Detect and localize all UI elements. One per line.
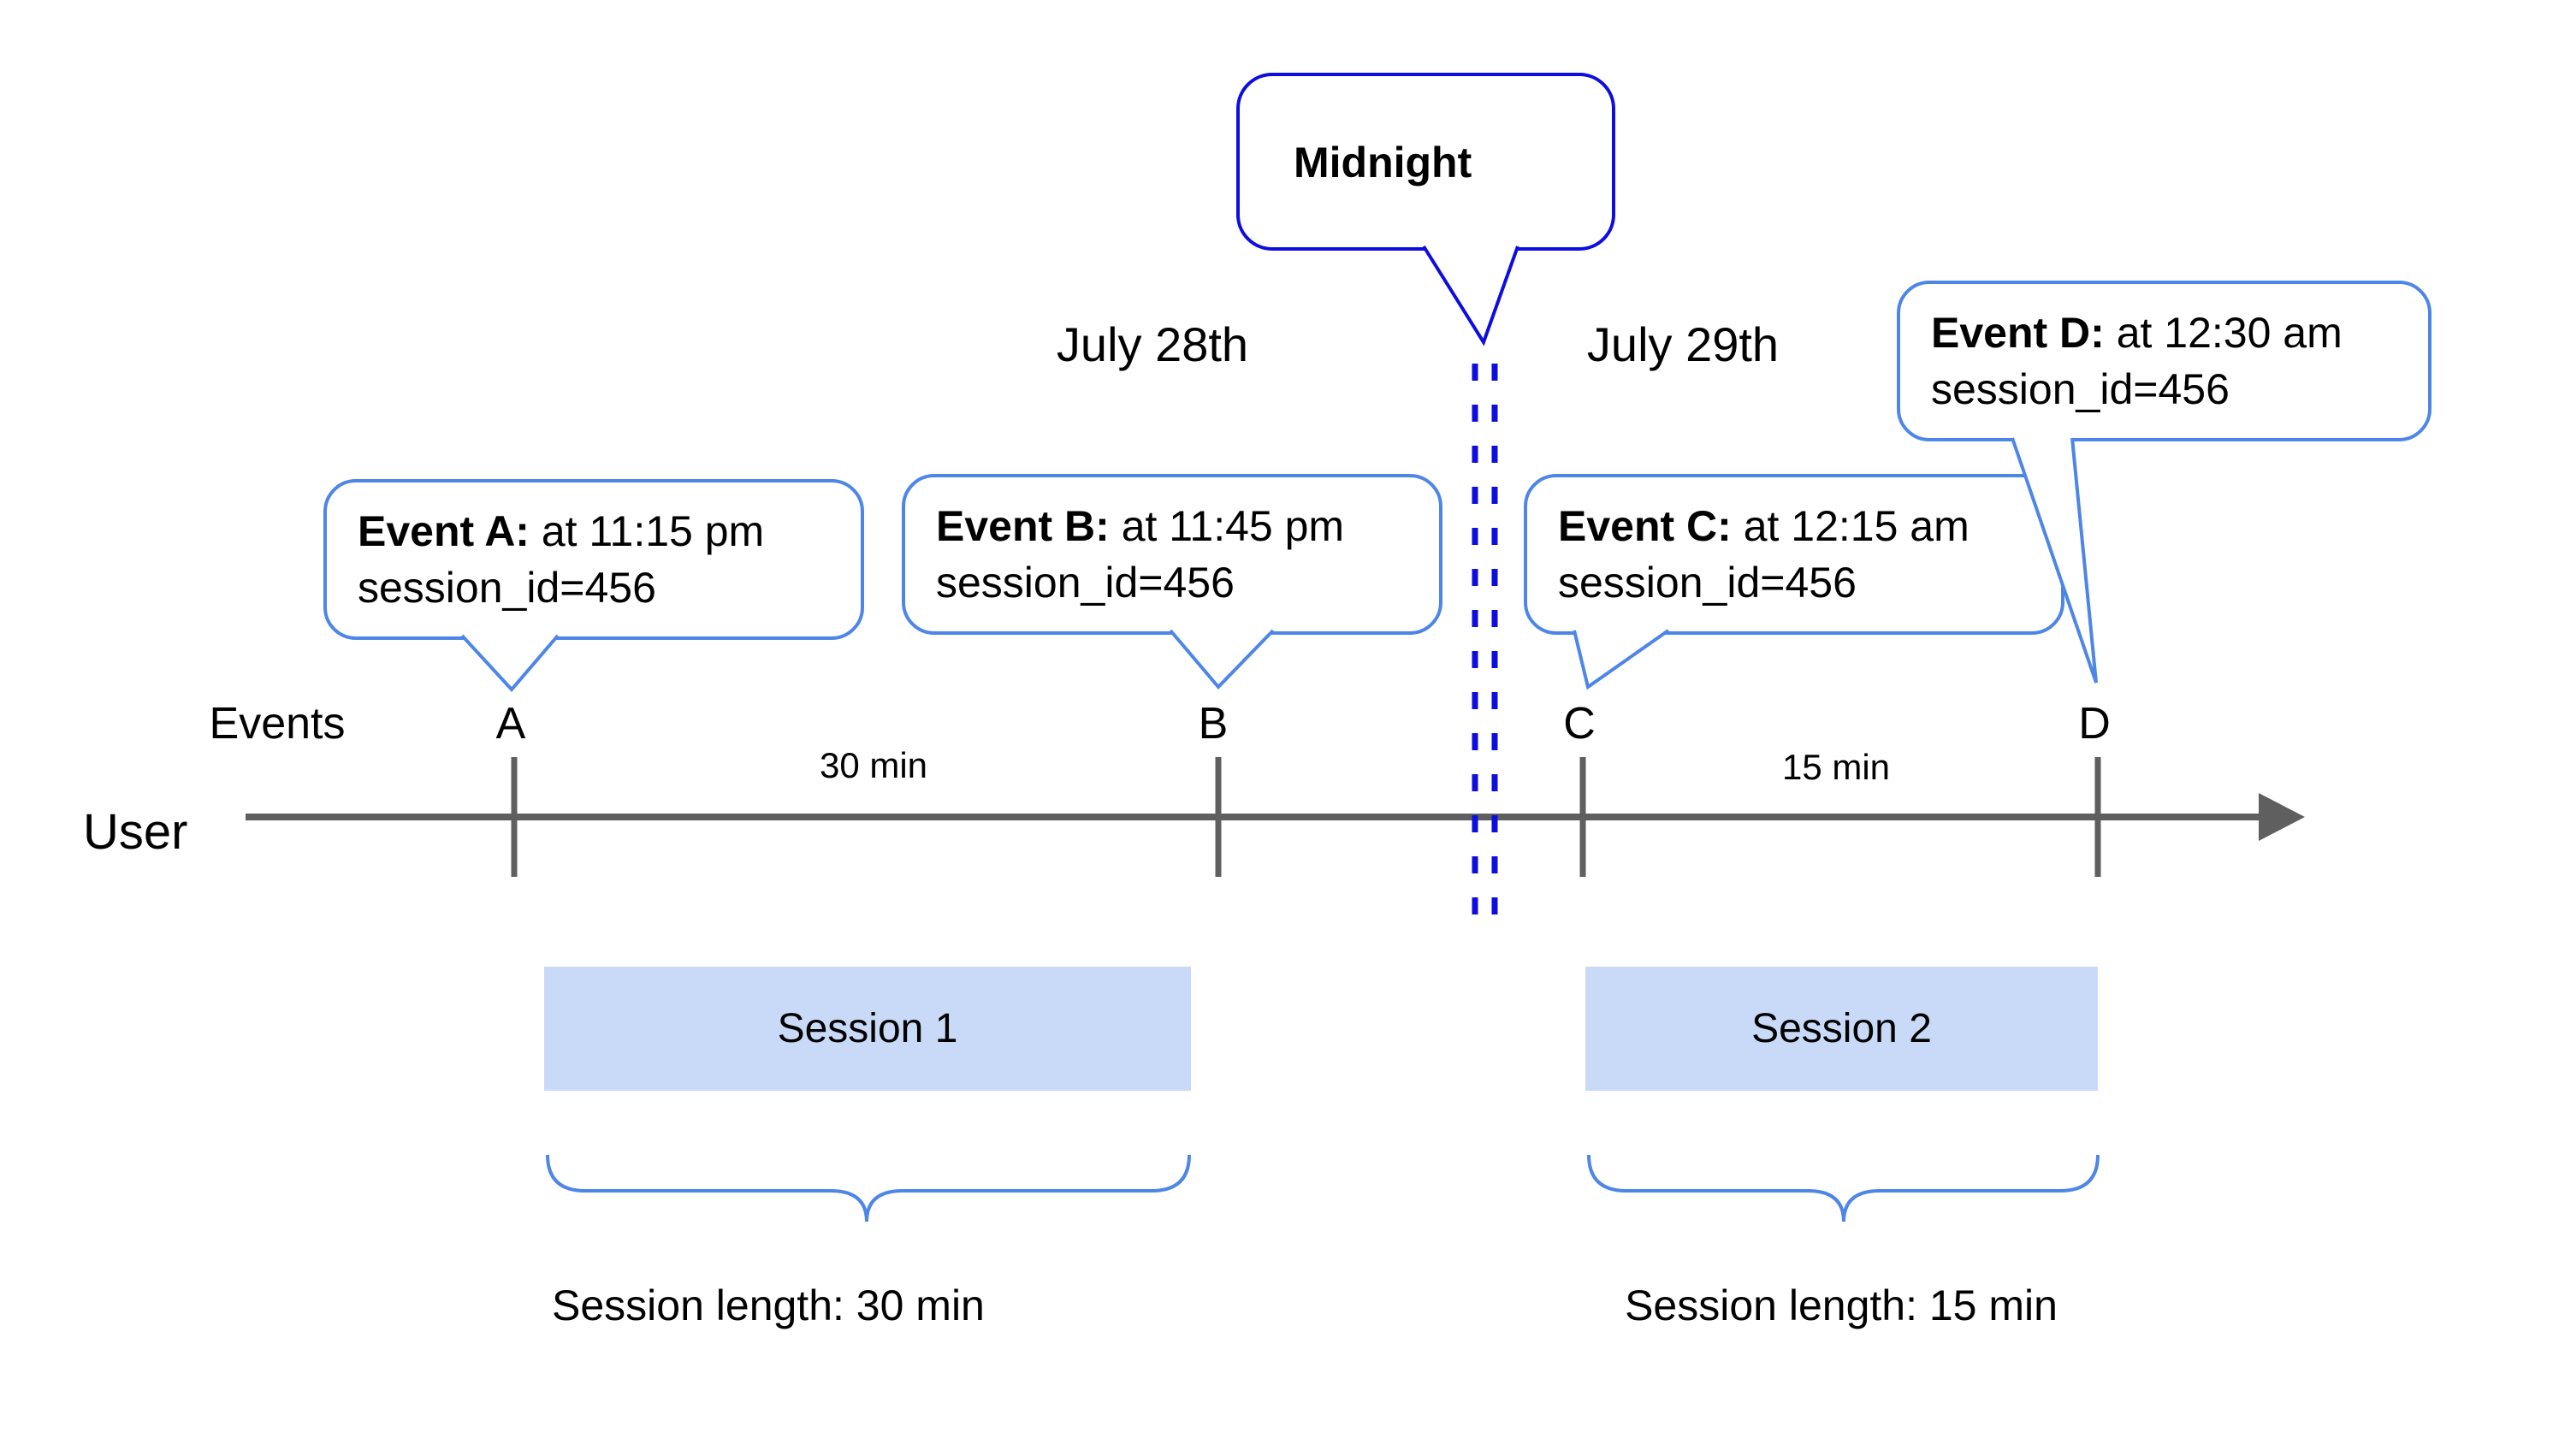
interval-label-30min: 30 min (819, 745, 928, 785)
date-label-july-28: July 28th (1056, 317, 1249, 371)
session-1-brace (546, 1154, 1191, 1222)
timeline-arrowhead-icon (2259, 793, 2305, 841)
session-2-box: Session 2 (1585, 967, 2098, 1091)
event-d-line2: session_id=456 (1931, 365, 2230, 413)
tick-label-a: A (495, 699, 526, 749)
event-b-line1: Event B: at 11:45 pm (936, 502, 1345, 550)
date-label-july-29: July 29th (1586, 317, 1780, 371)
event-callout-a-tail (460, 634, 560, 693)
midnight-callout-tail (1422, 245, 1519, 346)
session-2-brace (1587, 1154, 2100, 1222)
tick-label-c: C (1563, 699, 1596, 749)
event-a-text: Event A: at 11:15 pm session_id=456 (358, 503, 764, 616)
user-label: User (83, 804, 188, 860)
event-c-line1: Event C: at 12:15 am (1558, 502, 1970, 550)
event-c-line2: session_id=456 (1558, 559, 1857, 607)
event-callout-b-tail (1169, 629, 1275, 690)
tick-label-d: D (2078, 699, 2111, 749)
event-d-text: Event D: at 12:30 am session_id=456 (1931, 305, 2343, 417)
event-a-line2: session_id=456 (358, 564, 656, 612)
session-1-box: Session 1 (544, 967, 1191, 1091)
event-a-line1: Event A: at 11:15 pm (358, 507, 765, 555)
midnight-callout-label: Midnight (1294, 139, 1472, 186)
event-callout-d (1897, 281, 2432, 441)
event-callout-d-tail (2011, 437, 2098, 684)
interval-label-15min: 15 min (1781, 747, 1891, 787)
tick-label-b: B (1198, 699, 1229, 749)
session-2-label: Session 2 (1751, 1006, 1932, 1051)
event-callout-c-tail (1573, 629, 1670, 690)
event-d-line1: Event D: at 12:30 am (1931, 309, 2343, 357)
event-b-line2: session_id=456 (936, 559, 1235, 607)
event-b-text: Event B: at 11:45 pm session_id=456 (936, 498, 1344, 611)
event-c-text: Event C: at 12:15 am session_id=456 (1558, 498, 1970, 611)
event-callout-a (323, 479, 864, 640)
events-row-label: Events (209, 699, 346, 749)
session-1-length-label: Session length: 30 min (552, 1281, 985, 1329)
session-2-length-label: Session length: 15 min (1625, 1281, 2058, 1329)
session-1-label: Session 1 (777, 1006, 958, 1051)
